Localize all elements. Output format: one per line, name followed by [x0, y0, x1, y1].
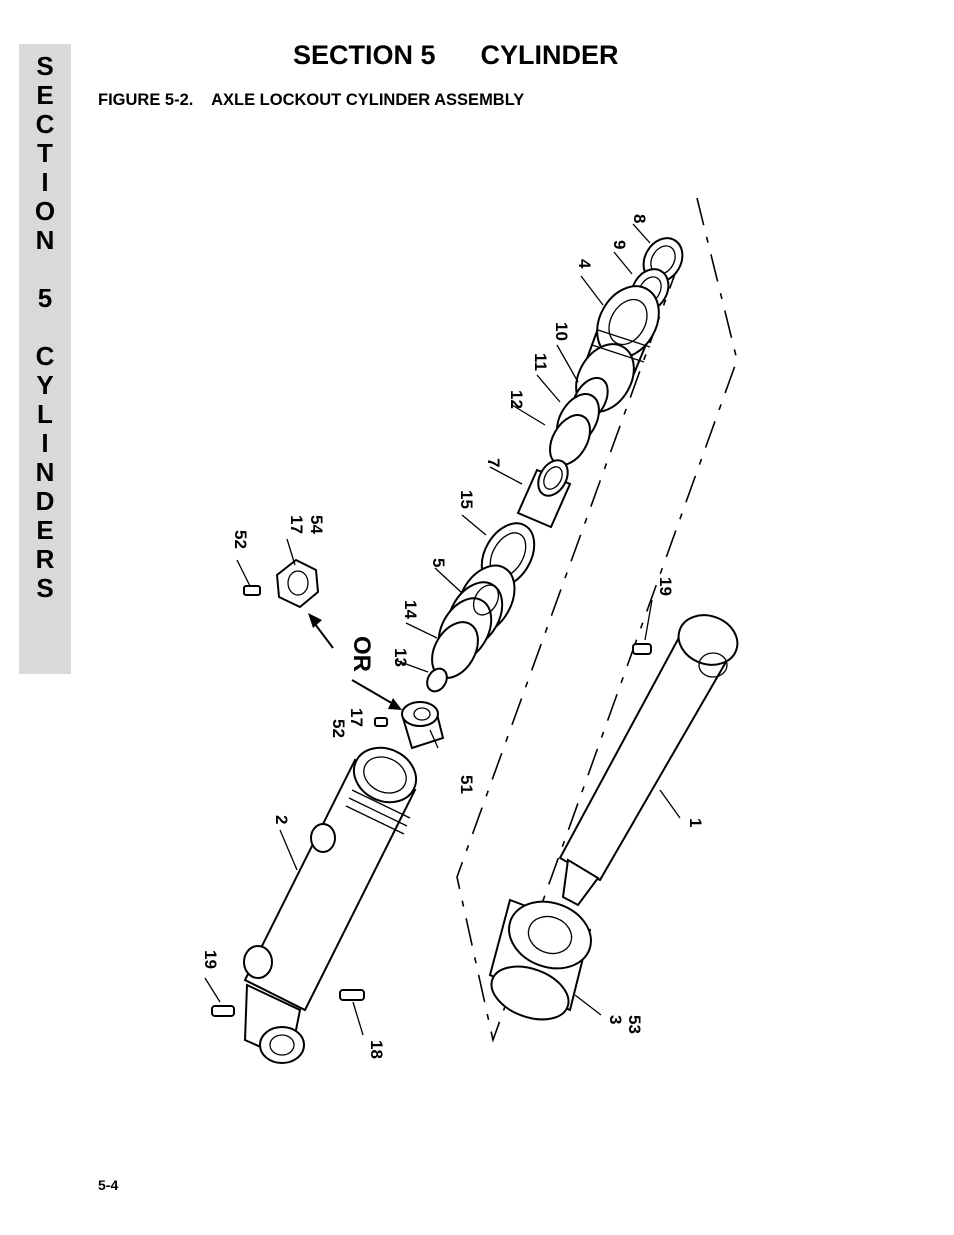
section-side-tab: S E C T I O N 5 C Y L I N D E R S [19, 44, 71, 674]
callout-52-upper: 52 [231, 530, 250, 549]
section-title: SECTION 5 CYLINDER [293, 40, 619, 70]
callout-8: 8 [630, 214, 649, 223]
callout-1: 1 [686, 818, 705, 827]
part-3-53-gland-nut [488, 898, 592, 1021]
callout-18: 18 [367, 1040, 386, 1059]
part-1-rod [558, 614, 739, 907]
callout-11: 11 [531, 353, 550, 371]
part-17-54-lock-nut [275, 558, 320, 609]
part-18-fitting [339, 989, 365, 1001]
callout-19-right: 19 [656, 577, 675, 596]
part-19-grease-fitting-left [211, 1005, 235, 1017]
part-52-set-screw-upper [243, 585, 261, 596]
callout-52-lower: 52 [329, 719, 348, 738]
part-7-spacer [516, 459, 572, 529]
callout-15: 15 [457, 490, 476, 509]
or-arrow-down-head [388, 698, 402, 710]
figure-title: FIGURE 5-2. AXLE LOCKOUT CYLINDER ASSEMB… [98, 91, 525, 109]
assembly-dashed-outline [456, 197, 738, 1043]
part-19-grease-fitting-right [632, 643, 652, 655]
callout-14: 14 [401, 600, 420, 619]
callout-labels: 8 9 4 10 11 12 7 15 5 14 13 52 17 54 OR … [201, 214, 705, 1059]
callout-13: 13 [391, 648, 410, 667]
callout-4: 4 [575, 259, 594, 269]
callout-17-lower: 17 [347, 708, 366, 727]
leader-lines [204, 223, 681, 1036]
callout-2: 2 [272, 815, 291, 824]
part-13-o-ring [426, 667, 448, 693]
callout-51: 51 [457, 775, 476, 794]
callout-5: 5 [429, 558, 448, 567]
callout-3: 3 [606, 1015, 625, 1024]
or-arrow-down [351, 679, 396, 706]
part-51-nut [401, 701, 445, 750]
part-52-set-screw-lower [374, 717, 388, 727]
callout-12: 12 [507, 390, 526, 409]
callout-19-left: 19 [201, 950, 220, 969]
or-label: OR [348, 636, 375, 672]
callout-17-upper: 17 [287, 515, 306, 534]
callout-7: 7 [484, 458, 503, 467]
callout-9: 9 [610, 240, 629, 249]
callout-53: 53 [625, 1015, 644, 1034]
callout-10: 10 [552, 322, 571, 341]
part-4-head [575, 285, 660, 413]
part-2-barrel [243, 746, 418, 1064]
callout-54: 54 [307, 515, 326, 534]
side-tab-letters: S E C T I O N 5 C Y L I N D E R S [34, 51, 56, 603]
or-arrow-up-head [308, 613, 322, 628]
page-number: 5-4 [98, 1177, 119, 1193]
